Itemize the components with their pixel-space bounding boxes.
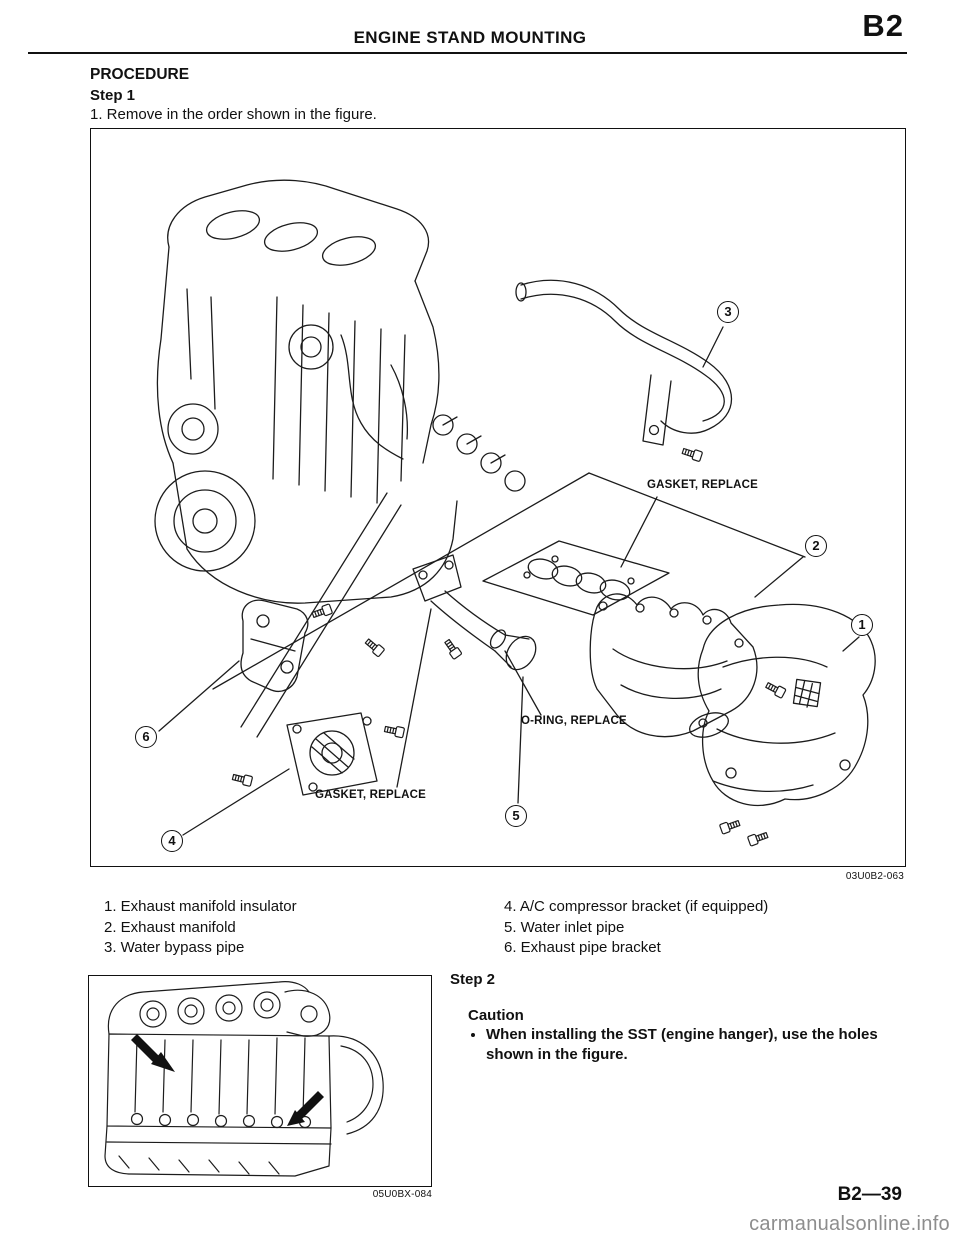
callout-1: 1 xyxy=(851,614,873,636)
part-item-4: 4. A/C compressor bracket (if equipped) xyxy=(504,898,769,915)
label-gasket-replace-top: GASKET, REPLACE xyxy=(647,479,758,491)
page-title: ENGINE STAND MOUNTING xyxy=(353,28,587,47)
step2-label: Step 2 xyxy=(450,971,496,988)
figure1-code: 03U0B2-063 xyxy=(845,871,904,882)
part-item-2: 2. Exhaust manifold xyxy=(104,918,236,936)
parts-list-left: 1. Exhaust manifold insulator 2. Exhaust… xyxy=(104,897,297,959)
part-item-1: 1. Exhaust manifold insulator xyxy=(104,898,297,915)
caution-item: When installing the SST (engine hanger),… xyxy=(486,1025,926,1065)
header-rule xyxy=(28,52,907,54)
callout-2: 2 xyxy=(805,535,827,557)
watermark: carmanualsonline.info xyxy=(749,1213,950,1235)
callout-4: 4 xyxy=(161,830,183,852)
label-oring-replace: O-RING, REPLACE xyxy=(521,715,627,727)
sst-hole-arrows xyxy=(131,1034,324,1126)
figure2-code: 05U0BX-084 xyxy=(372,1189,432,1200)
step1-instruction: 1. Remove in the order shown in the figu… xyxy=(90,106,377,123)
section-code: B2 xyxy=(862,8,904,43)
callout-3: 3 xyxy=(717,301,739,323)
caution-list: When installing the SST (engine hanger),… xyxy=(486,1025,926,1065)
page-number: B2—39 xyxy=(837,1184,902,1205)
step1-label: Step 1 xyxy=(90,87,136,104)
part-item-3: 3. Water bypass pipe xyxy=(104,939,245,956)
parts-list-right: 4. A/C compressor bracket (if equipped) … xyxy=(504,897,768,959)
engine-side-view-diagram xyxy=(104,981,384,1177)
step2-figure xyxy=(88,975,432,1187)
procedure-heading: PROCEDURE xyxy=(90,66,190,83)
label-gasket-replace-bottom: GASKET, REPLACE xyxy=(315,789,426,801)
step1-figure: 3 2 1 6 4 5 GASKET, REPLACE O-RING, REPL… xyxy=(90,128,906,867)
callout-5: 5 xyxy=(505,805,527,827)
caution-heading: Caution xyxy=(468,1007,524,1024)
engine-exploded-diagram xyxy=(154,179,876,847)
callout-6: 6 xyxy=(135,726,157,748)
part-item-5: 5. Water inlet pipe xyxy=(504,918,625,936)
part-item-6: 6. Exhaust pipe bracket xyxy=(504,939,661,956)
